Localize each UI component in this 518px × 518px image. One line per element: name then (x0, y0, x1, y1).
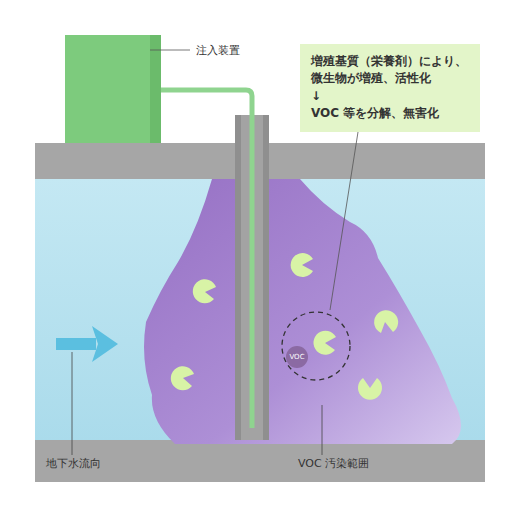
microbe (374, 310, 398, 333)
microbes (171, 253, 398, 400)
callout-text: ↓ (311, 88, 469, 105)
part-label: 地下水流向 (46, 456, 101, 471)
microbe (171, 366, 194, 390)
leader-line (322, 405, 323, 455)
microbe (313, 331, 336, 355)
callout-box: 増殖基質（栄養剤）により、 微生物が増殖、活性化↓VOC 等を分解、無害化 (300, 44, 480, 132)
microbe (193, 279, 216, 303)
leader-line (72, 352, 73, 455)
molecule-label: VOC (289, 352, 304, 362)
callout-text: VOC 等を分解、無害化 (311, 105, 469, 122)
flow-arrow-head (92, 326, 118, 362)
leader-line (150, 50, 190, 51)
microbe (358, 378, 382, 400)
focus-circle (282, 312, 350, 380)
voc-plume (144, 179, 461, 444)
microbe (291, 253, 313, 277)
injection-device-side (150, 35, 161, 143)
part-label: VOC 汚染範囲 (298, 456, 369, 471)
voc-molecule: VOC (286, 346, 308, 368)
callout-text: 増殖基質（栄養剤）により、 微生物が増殖、活性化 (311, 53, 469, 88)
bottom-layer (35, 440, 485, 482)
injection-device (65, 35, 161, 143)
flow-arrow (56, 338, 96, 350)
leader-line (330, 132, 358, 310)
injection-pipe (161, 90, 252, 428)
part-label: 注入装置 (196, 43, 240, 58)
